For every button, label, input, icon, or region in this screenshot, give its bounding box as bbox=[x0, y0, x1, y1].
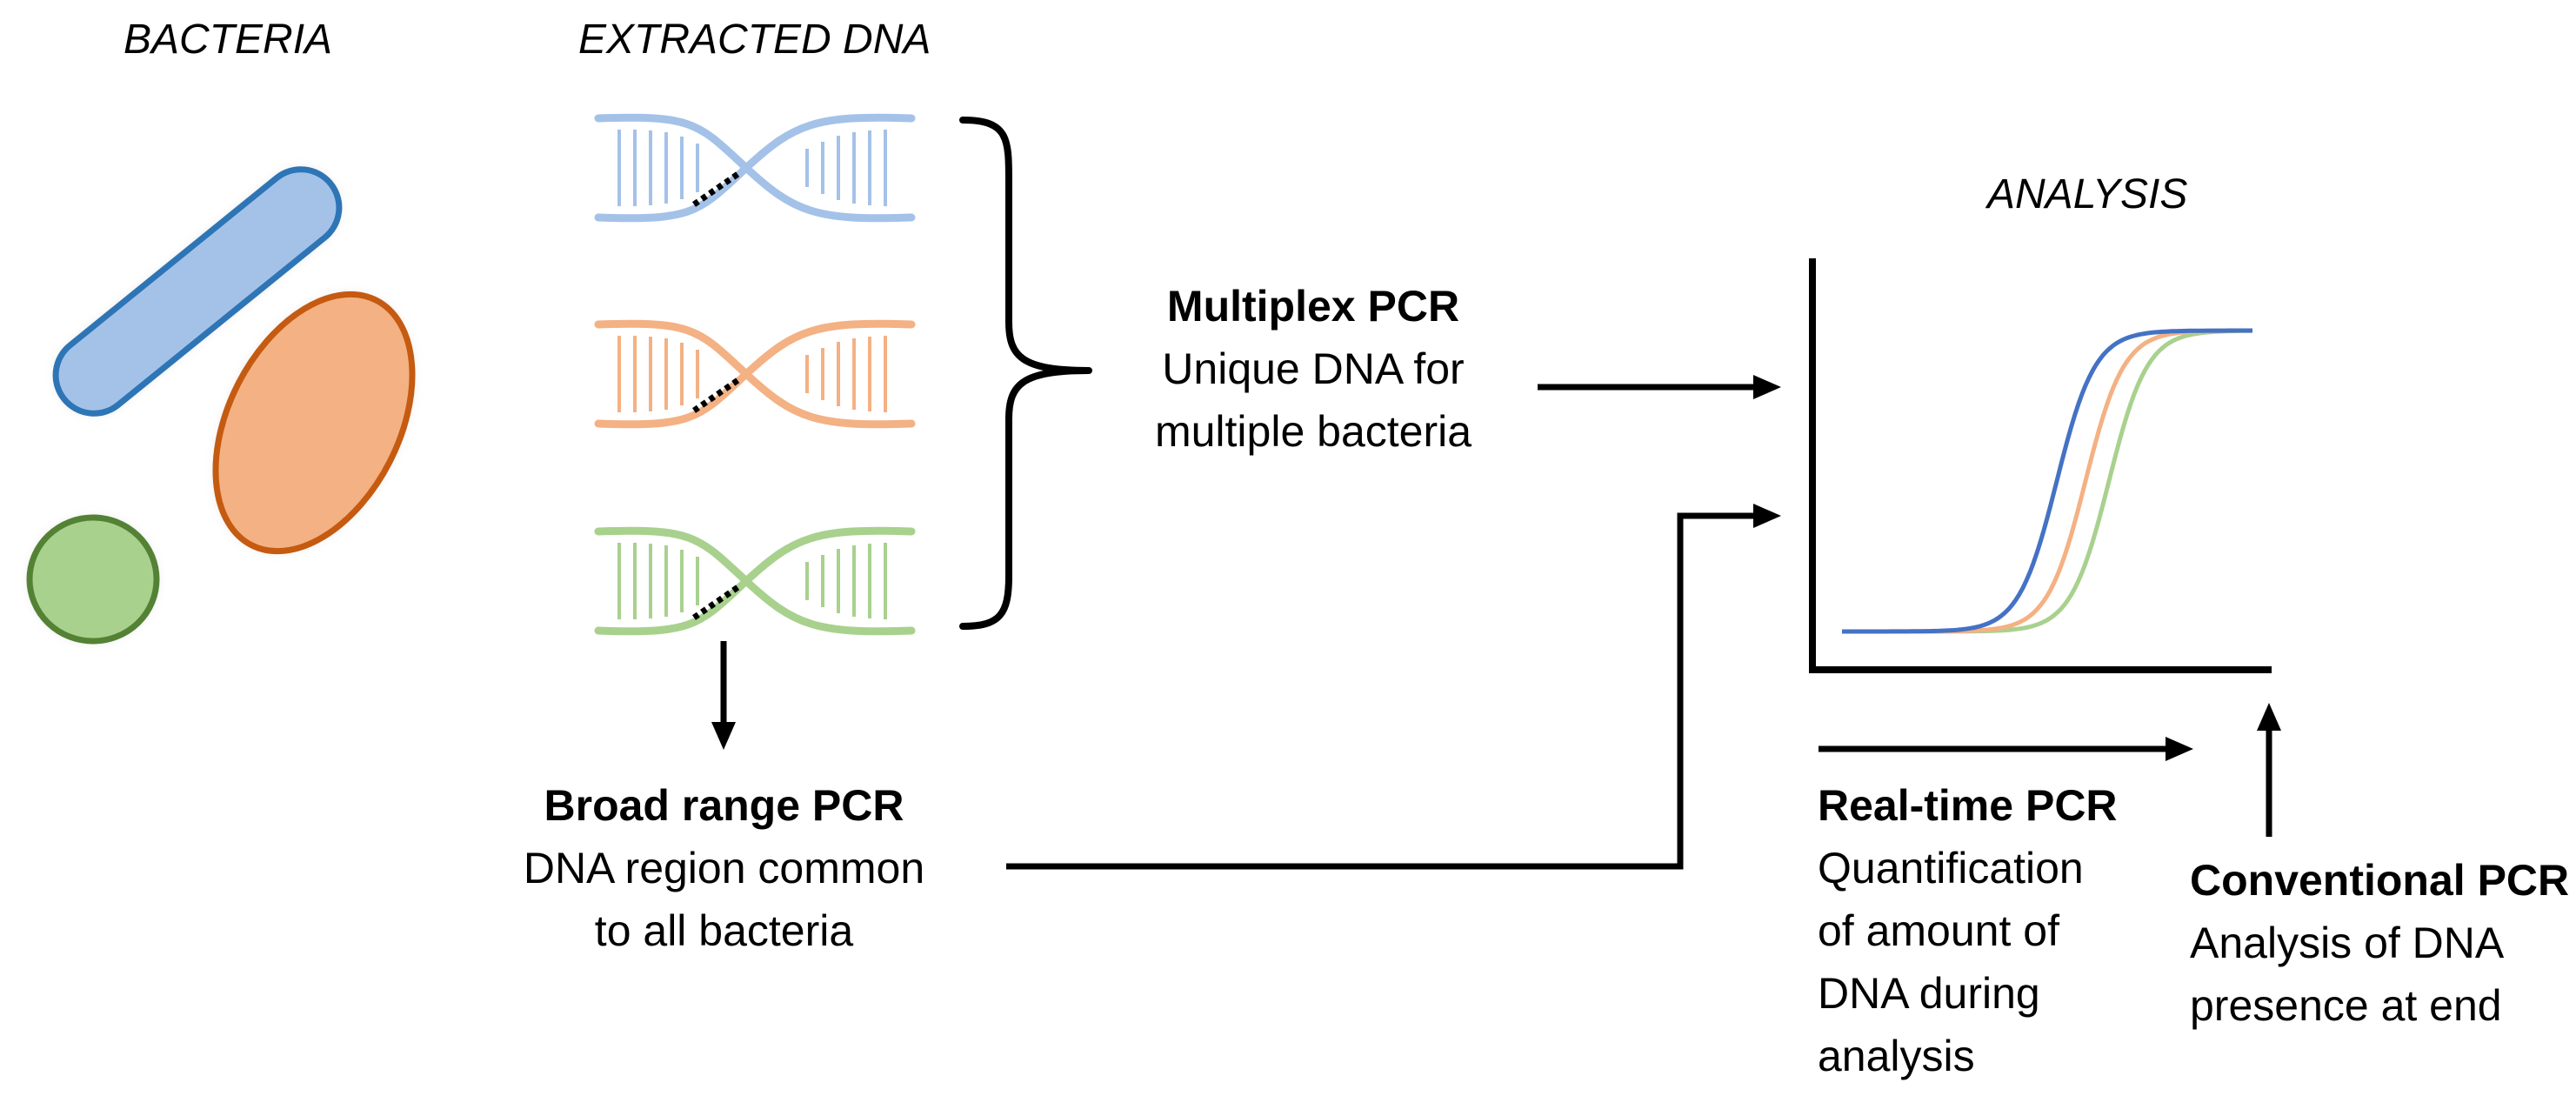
multiplex-pcr-line-2: multiple bacteria bbox=[1154, 407, 1472, 456]
multiplex-pcr-title: Multiplex PCR bbox=[1166, 282, 1460, 331]
broad-range-connector-arrowhead bbox=[1753, 504, 1781, 528]
real-time-pcr-line-1: Quantification bbox=[1818, 844, 2084, 892]
conventional-up-arrowhead bbox=[2257, 703, 2281, 731]
round-bacterium-icon bbox=[26, 514, 160, 645]
real-time-pcr-title: Real-time PCR bbox=[1818, 781, 2118, 830]
real-time-pcr-block: Real-time PCR Quantification of amount o… bbox=[1818, 774, 2118, 1087]
oval-bacterium-icon bbox=[212, 291, 416, 555]
broad-range-down-arrowhead bbox=[711, 722, 736, 750]
conventional-pcr-line-2: presence at end bbox=[2190, 981, 2502, 1030]
real-time-arrowhead bbox=[2166, 737, 2193, 761]
analysis-label: ANALYSIS bbox=[1987, 171, 2188, 217]
broad-range-pcr-line-1: DNA region common bbox=[523, 844, 925, 892]
real-time-pcr-line-4: analysis bbox=[1818, 1032, 1975, 1080]
dna-helix-green-icon bbox=[594, 526, 916, 636]
curly-brace bbox=[959, 117, 1092, 630]
conventional-pcr-title: Conventional PCR bbox=[2190, 856, 2570, 905]
extracted-dna-label: EXTRACTED DNA bbox=[578, 17, 931, 63]
green-amplification-curve bbox=[1842, 328, 2252, 634]
real-time-pcr-line-2: of amount of bbox=[1818, 906, 2059, 955]
amplification-curves bbox=[1842, 328, 2252, 634]
orange-amplification-curve bbox=[1842, 328, 2252, 634]
dna-helix-orange-icon bbox=[594, 319, 916, 429]
multiplex-arrowhead bbox=[1753, 375, 1781, 399]
broad-range-pcr-line-2: to all bacteria bbox=[594, 906, 854, 955]
dna-helix-blue-icon bbox=[594, 113, 916, 223]
broad-range-pcr-block: Broad range PCR DNA region common to all… bbox=[487, 774, 961, 962]
dna-helices bbox=[594, 113, 916, 636]
multiplex-pcr-block: Multiplex PCR Unique DNA for multiple ba… bbox=[1087, 275, 1539, 463]
analysis-plot-axes bbox=[1809, 258, 2272, 673]
conventional-pcr-line-1: Analysis of DNA bbox=[2190, 919, 2505, 967]
multiplex-pcr-line-1: Unique DNA for bbox=[1162, 344, 1465, 393]
conventional-pcr-block: Conventional PCR Analysis of DNA presenc… bbox=[2190, 849, 2569, 1037]
broad-range-pcr-title: Broad range PCR bbox=[544, 781, 904, 830]
real-time-pcr-line-3: DNA during bbox=[1818, 969, 2040, 1018]
blue-amplification-curve bbox=[1842, 328, 2252, 634]
bacteria-label: BACTERIA bbox=[123, 17, 333, 63]
broad-range-connector bbox=[1006, 512, 1768, 870]
rod-bacterium-icon bbox=[52, 166, 343, 417]
